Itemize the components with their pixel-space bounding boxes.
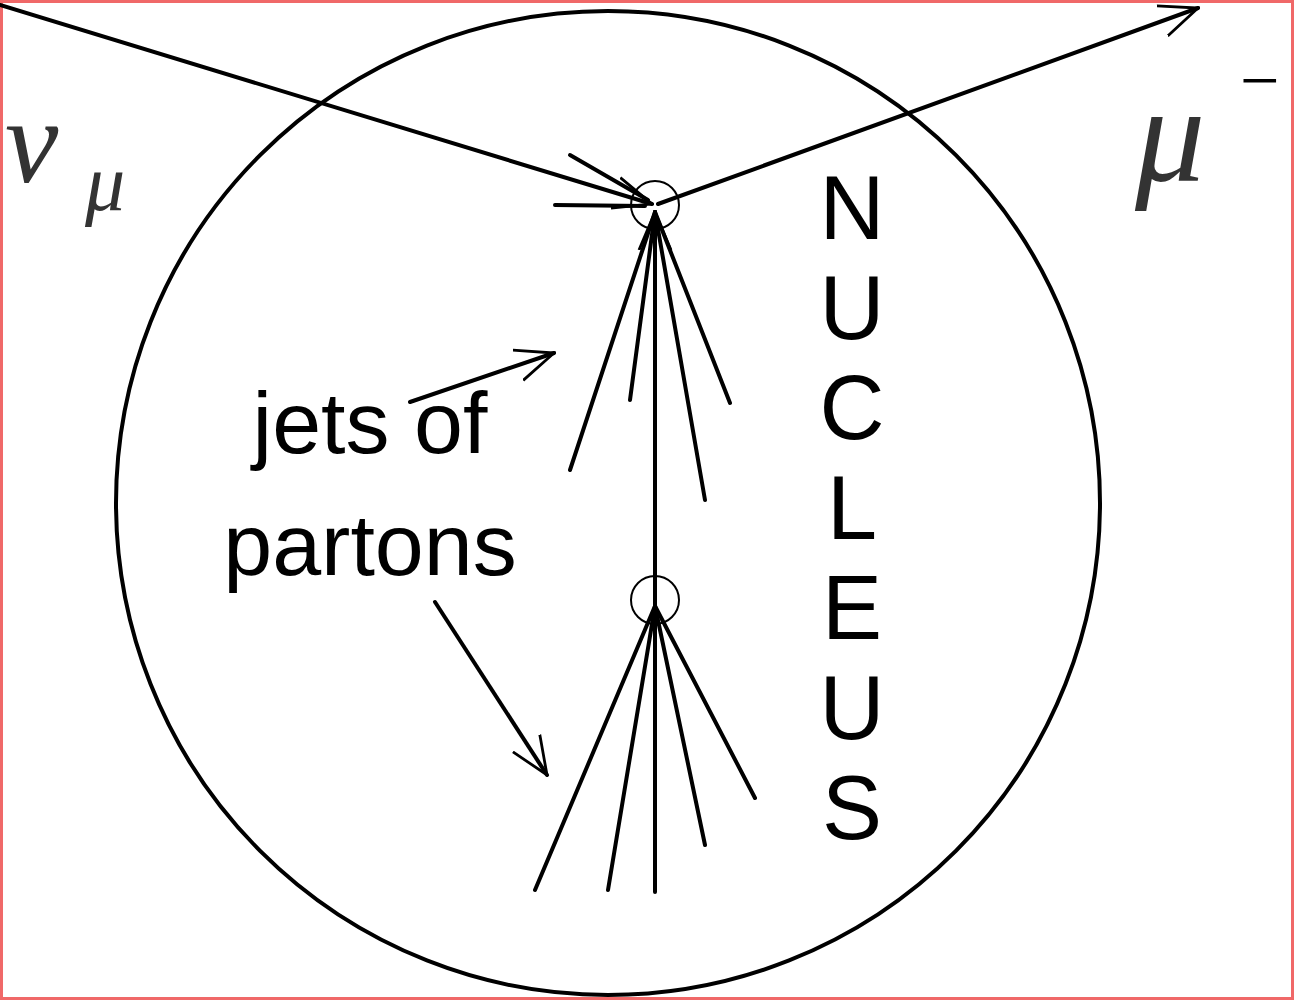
subscript-symbol: μ [85, 143, 125, 223]
muon-symbol: μ [1135, 64, 1205, 204]
jet-line [655, 606, 755, 798]
parton-line [653, 212, 657, 600]
parton-line [653, 600, 657, 892]
incoming-line [570, 155, 648, 200]
nucleus-label: NUCLEUS [807, 158, 897, 858]
jet-line [570, 212, 655, 470]
jet-line [630, 212, 655, 400]
muon-track [658, 8, 1198, 204]
callout-label: jets of partons [115, 362, 625, 606]
neutrino-symbol: ν [5, 82, 58, 202]
jet-line [655, 606, 705, 845]
jet-line [608, 606, 655, 890]
charge-sign: − [1240, 46, 1279, 116]
jet-line [655, 212, 705, 500]
jet-line [535, 606, 655, 890]
jet-line [655, 212, 730, 403]
leader-arrow [435, 602, 547, 775]
